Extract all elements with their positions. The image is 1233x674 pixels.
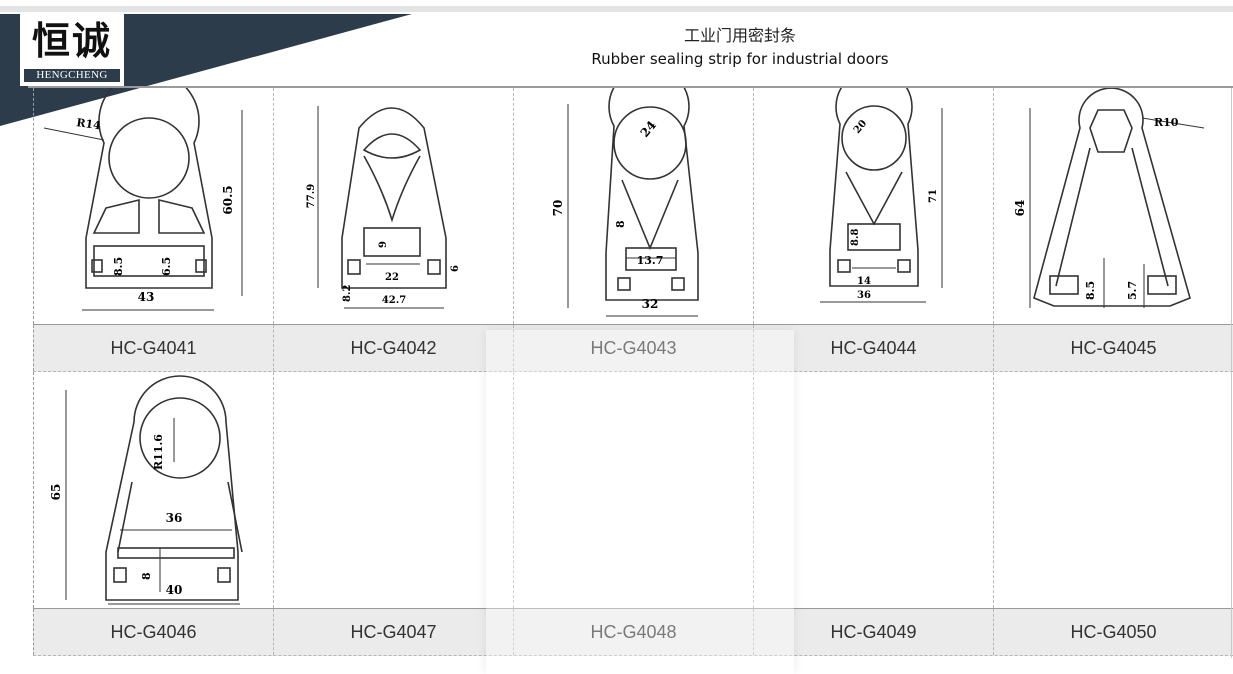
drawing-cell: R10 64 8.5 5.7 — [993, 88, 1233, 324]
dim-label: 9 — [378, 241, 389, 248]
product-code: HC-G4041 — [33, 325, 273, 371]
dim-label: 13.7 — [637, 254, 664, 267]
dim-label: R11.6 — [152, 434, 165, 470]
product-code: HC-G4042 — [273, 325, 513, 371]
profile-drawing-g4043: 70 32 24 13.7 8 — [551, 88, 699, 317]
dim-label: 64 — [1013, 200, 1027, 217]
profile-drawing-g4046: R11.6 65 36 8 40 — [49, 375, 243, 605]
header-divider — [28, 86, 1233, 88]
drawing-cell — [513, 372, 753, 608]
profile-drawing-g4041: R14 60.5 43 8.5 6.5 — [43, 88, 243, 311]
top-rule — [0, 6, 1233, 12]
dim-label: 40 — [166, 583, 183, 597]
product-code: HC-G4049 — [753, 609, 993, 655]
product-code: HC-G4043 — [513, 325, 753, 371]
profile-drawing-g4042: 77.9 42.7 22 9 6 8.2 — [306, 106, 461, 309]
drawing-cell: R11.6 65 36 8 40 — [33, 372, 273, 608]
dim-label: 60.5 — [221, 185, 235, 214]
dim-label: 22 — [385, 272, 399, 283]
dim-label: 77.9 — [306, 184, 317, 208]
drawing-row-2: R11.6 65 36 8 40 — [33, 372, 1233, 608]
dim-label: 8.8 — [850, 229, 861, 246]
dim-label: 6 — [450, 265, 461, 272]
product-code: HC-G4044 — [753, 325, 993, 371]
product-code: HC-G4047 — [273, 609, 513, 655]
drawing-cell: R14 60.5 43 8.5 6.5 — [33, 88, 273, 324]
drawing-cell: 71 36 20 14 8.8 — [753, 88, 993, 324]
dim-label: 36 — [166, 511, 183, 525]
product-table: R14 60.5 43 8.5 6.5 — [33, 88, 1233, 658]
page-title-chinese: 工业门用密封条 — [683, 26, 796, 45]
dim-label: 70 — [551, 200, 565, 217]
profile-drawing-g4045: R10 64 8.5 5.7 — [1013, 88, 1205, 308]
dim-label: 8.5 — [112, 257, 125, 276]
dim-label: R14 — [76, 116, 102, 132]
logo-chinese: 恒诚 — [31, 18, 112, 63]
dim-label: 36 — [857, 290, 871, 301]
code-row-1: HC-G4041 HC-G4042 HC-G4043 HC-G4044 HC-G… — [33, 324, 1233, 372]
dim-label: 32 — [642, 297, 659, 311]
dim-label: 42.7 — [382, 295, 406, 306]
dim-label: 6.5 — [160, 257, 173, 276]
drawing-cell: 77.9 42.7 22 9 6 8.2 — [273, 88, 513, 324]
dim-label: 8.5 — [1084, 281, 1097, 300]
drawing-cell — [273, 372, 513, 608]
dim-label: 8 — [614, 220, 627, 228]
dim-label: 8.2 — [342, 285, 353, 302]
dim-label: 43 — [138, 290, 155, 304]
drawing-cell — [993, 372, 1233, 608]
page-title-english: Rubber sealing strip for industrial door… — [591, 50, 889, 68]
dim-label: R10 — [1154, 116, 1179, 129]
company-logo: 恒诚 HENGCHENG — [20, 14, 124, 86]
product-code: HC-G4046 — [33, 609, 273, 655]
dim-label: 24 — [638, 118, 659, 140]
dim-label: 14 — [857, 276, 871, 287]
code-row-2: HC-G4046 HC-G4047 HC-G4048 HC-G4049 HC-G… — [33, 608, 1233, 656]
dim-label: 5.7 — [1126, 281, 1139, 300]
profile-drawing-g4044: 71 36 20 14 8.8 — [820, 88, 943, 303]
product-code: HC-G4050 — [993, 609, 1233, 655]
table-right-border — [1231, 88, 1232, 658]
drawing-row-1: R14 60.5 43 8.5 6.5 — [33, 88, 1233, 324]
drawing-cell: 70 32 24 13.7 8 — [513, 88, 753, 324]
dim-label: 65 — [49, 484, 63, 501]
drawing-cell — [753, 372, 993, 608]
dim-label: 71 — [928, 189, 939, 203]
product-code: HC-G4045 — [993, 325, 1233, 371]
product-code: HC-G4048 — [513, 609, 753, 655]
dim-label: 20 — [852, 118, 869, 136]
logo-english: HENGCHENG — [24, 69, 120, 82]
dim-label: 8 — [140, 572, 153, 580]
